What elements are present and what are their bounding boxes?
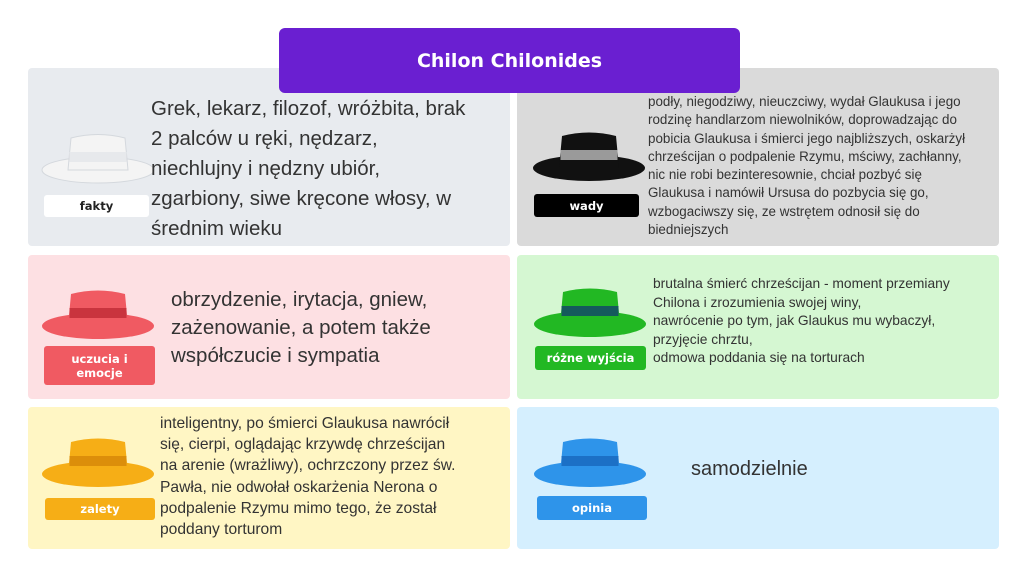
yellow-hat-icon (42, 438, 154, 487)
red-hat-text: obrzydzenie, irytacja, gniew, zażenowani… (171, 288, 431, 367)
white-hat-icon (41, 134, 155, 184)
blue-hat-text: samodzielnie (691, 458, 808, 480)
page-title: Chilon Chilonides (279, 28, 740, 93)
green-hat-icon (534, 288, 646, 337)
hat-label-wady: wady (534, 194, 639, 217)
hat-label-rozne-wyjscia: różne wyjścia (535, 346, 646, 370)
hat-label-uczucia-i-emocje: uczucia i emocje (44, 346, 155, 385)
black-hat-icon (533, 132, 645, 181)
yellow-hat-text: inteligentny, po śmierci Glaukusa nawróc… (160, 415, 456, 539)
black-hat-text: podły, niegodziwy, nieuczciwy, wydał Gla… (648, 94, 966, 238)
red-hat-icon (42, 290, 154, 339)
hat-label-fakty: fakty (44, 195, 149, 217)
white-hat-text: Grek, lekarz, filozof, wróżbita, brak 2 … (151, 97, 466, 240)
hat-label-opinia: opinia (537, 496, 647, 520)
green-hat-text: brutalna śmierć chrześcijan - moment prz… (653, 276, 950, 365)
blue-hat-icon (534, 438, 646, 487)
hat-label-zalety: zalety (45, 498, 155, 520)
